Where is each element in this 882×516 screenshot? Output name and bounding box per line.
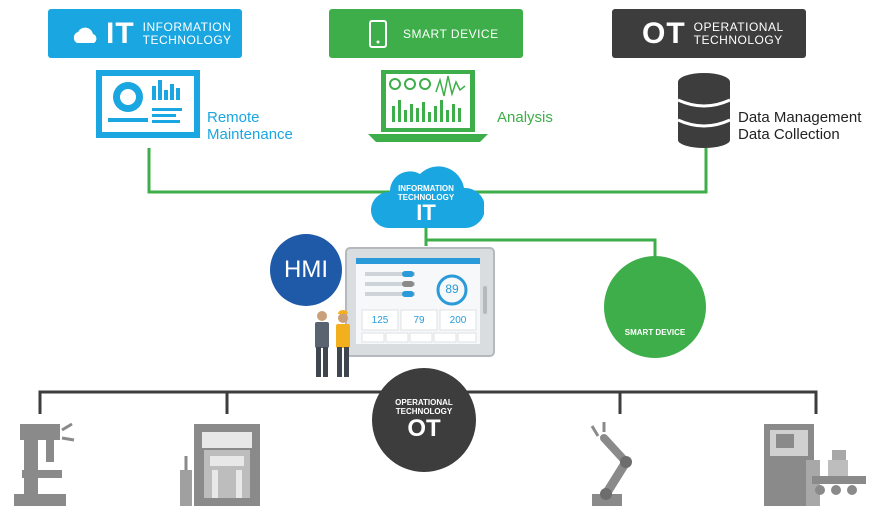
ot-circle-big: OT	[407, 415, 441, 442]
smart-device-circle-label: SMART DEVICE	[624, 328, 686, 337]
panel-value-1: 125	[371, 315, 389, 326]
cloud-icon	[73, 27, 97, 43]
panel-gauge-value: 89	[445, 282, 459, 296]
database-icon	[677, 73, 731, 148]
cloud-line1: INFORMATION	[398, 184, 454, 193]
header-it-line2: TECHNOLOGY	[142, 32, 232, 47]
header-ot-text: OPERATIONAL TECHNOLOGY	[693, 19, 784, 47]
header-ot-big: OT	[642, 16, 686, 50]
header-it: IT INFORMATION TECHNOLOGY	[48, 9, 242, 58]
label-remote-maintenance: Remote Maintenance	[207, 109, 293, 143]
header-it-big: IT	[106, 16, 135, 50]
hmi-label: HMI	[284, 256, 328, 283]
cnc-machine-icon	[764, 424, 866, 506]
ot-circle-line1: OPERATIONAL	[395, 398, 453, 407]
ot-circle-line2: TECHNOLOGY	[395, 407, 453, 416]
header-smart-device: SMART DEVICE	[329, 9, 523, 58]
hmi-to-smart-line	[426, 238, 657, 258]
hmi-circle: HMI	[270, 234, 342, 306]
it-cloud-shape	[370, 166, 484, 228]
it-cloud: INFORMATION TECHNOLOGY IT	[368, 150, 484, 230]
milling-machine-icon	[14, 422, 75, 506]
smart-device-circle	[604, 256, 706, 358]
label-data-management: Data Management	[738, 109, 862, 126]
cloud-line2: TECHNOLOGY	[397, 193, 455, 202]
dashboard-monitor-icon	[96, 70, 200, 138]
hmi-panel	[345, 247, 495, 357]
header-smart-label: SMART DEVICE	[403, 26, 499, 41]
header-it-line1: INFORMATION	[142, 19, 232, 34]
label-remote: Remote	[207, 109, 260, 126]
phone-icon-header	[369, 19, 387, 48]
ot-circle: OPERATIONAL TECHNOLOGY OT	[372, 368, 476, 472]
cloud-big: IT	[416, 200, 436, 225]
panel-value-3: 200	[449, 315, 467, 326]
label-data: Data Management Data Collection	[738, 109, 861, 143]
label-data-collection: Data Collection	[738, 126, 840, 143]
header-ot-line1: OPERATIONAL	[693, 19, 784, 34]
header-it-text: INFORMATION TECHNOLOGY	[142, 19, 232, 47]
label-analysis: Analysis	[497, 109, 553, 126]
label-maintenance: Maintenance	[207, 126, 293, 143]
people-illustration	[315, 310, 350, 377]
robot-arm-icon	[590, 422, 632, 506]
laptop-chart-icon	[368, 70, 488, 142]
header-ot: OT OPERATIONAL TECHNOLOGY	[612, 9, 806, 58]
panel-value-2: 79	[413, 315, 425, 326]
press-machine-icon	[180, 424, 260, 506]
header-ot-line2: TECHNOLOGY	[693, 32, 783, 47]
